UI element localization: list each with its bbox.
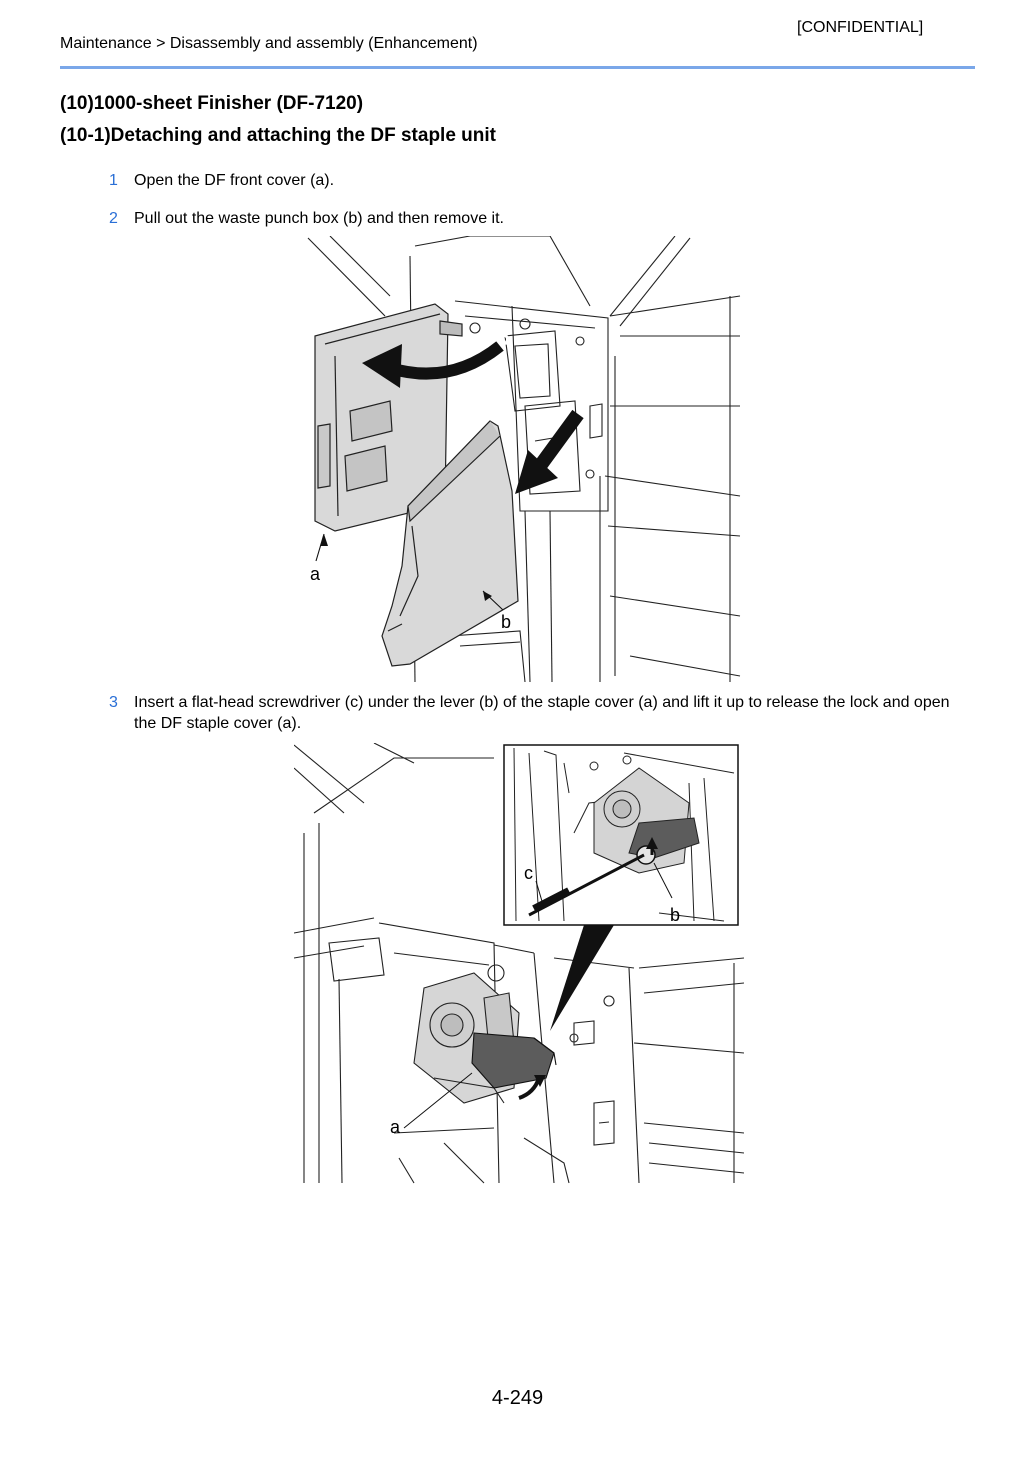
figure-2-label-c: c xyxy=(524,863,533,883)
figure-2-illustration: c b a xyxy=(294,743,744,1185)
breadcrumb: Maintenance > Disassembly and assembly (… xyxy=(60,35,478,52)
figure-1-label-b: b xyxy=(501,612,511,632)
page-number: 4-249 xyxy=(491,1387,544,1409)
confidential-mark: [CONFIDENTIAL] xyxy=(797,19,924,36)
step-number: 2 xyxy=(109,210,118,227)
step-2: 2 Pull out the waste punch box (b) and t… xyxy=(109,208,975,229)
header-rule xyxy=(60,66,975,69)
figure-2-label-a: a xyxy=(390,1117,401,1137)
figure-2-label-b: b xyxy=(670,905,680,925)
step-number: 3 xyxy=(109,694,118,711)
section-title: (10)1000-sheet Finisher (DF-7120) xyxy=(60,93,364,114)
step-text: Pull out the waste punch box (b) and the… xyxy=(134,210,504,227)
step-number: 1 xyxy=(109,172,118,189)
figure-1-illustration: a b xyxy=(290,236,750,682)
section-subtitle: (10-1)Detaching and attaching the DF sta… xyxy=(60,125,496,146)
figure-1-label-a: a xyxy=(310,564,321,584)
step-text: Insert a flat-head screwdriver (c) under… xyxy=(134,694,950,732)
step-3: 3 Insert a flat-head screwdriver (c) und… xyxy=(109,692,975,734)
step-1: 1 Open the DF front cover (a). xyxy=(109,170,975,191)
step-text: Open the DF front cover (a). xyxy=(134,172,335,189)
